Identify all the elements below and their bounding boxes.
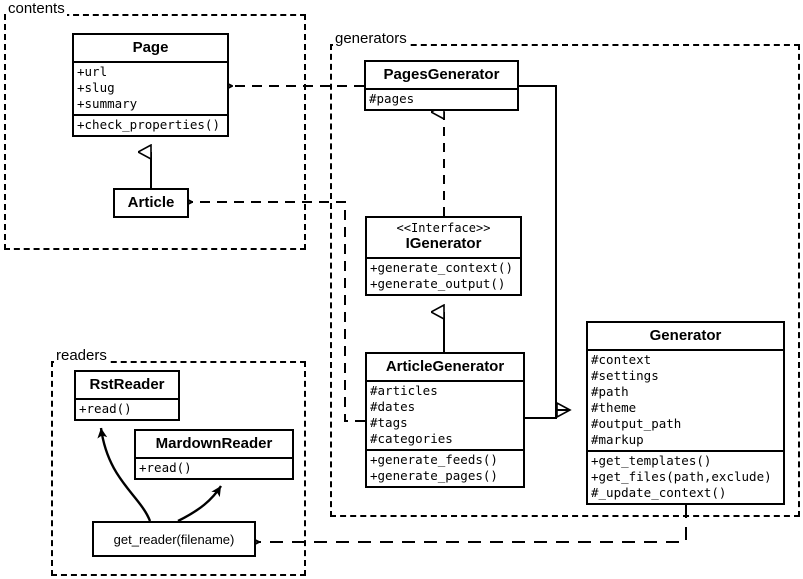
class-pagesgenerator-attributes: #pages bbox=[366, 90, 517, 109]
class-rstreader-operations: +read() bbox=[76, 400, 178, 419]
class-generator-operations: +get_templates() +get_files(path,exclude… bbox=[588, 452, 783, 503]
attribute: #pages bbox=[369, 91, 415, 106]
operation: +generate_context() bbox=[370, 260, 513, 275]
attribute: #theme bbox=[591, 400, 637, 415]
attribute: +summary bbox=[77, 96, 138, 111]
class-page[interactable]: Page +url +slug +summary +check_properti… bbox=[72, 33, 229, 137]
operation: +read() bbox=[139, 460, 192, 475]
divider bbox=[588, 450, 783, 452]
function-get-reader[interactable]: get_reader(filename) bbox=[92, 521, 256, 557]
attribute: #categories bbox=[370, 431, 453, 446]
attribute: #output_path bbox=[591, 416, 682, 431]
divider bbox=[366, 88, 517, 90]
attribute: #tags bbox=[370, 415, 408, 430]
package-readers-label: readers bbox=[54, 347, 109, 364]
attribute: #dates bbox=[370, 399, 416, 414]
class-rstreader[interactable]: RstReader +read() bbox=[74, 370, 180, 421]
package-readers bbox=[51, 361, 306, 576]
class-mardownreader-name: MardownReader bbox=[155, 435, 273, 452]
class-articlegenerator[interactable]: ArticleGenerator #articles #dates #tags … bbox=[365, 352, 525, 488]
package-generators-label: generators bbox=[333, 30, 409, 47]
package-contents-label: contents bbox=[6, 0, 67, 17]
class-igenerator[interactable]: <<Interface>> IGenerator +generate_conte… bbox=[365, 216, 522, 296]
attribute: #settings bbox=[591, 368, 659, 383]
function-get-reader-label: get_reader(filename) bbox=[113, 531, 235, 547]
attribute: +slug bbox=[77, 80, 115, 95]
divider bbox=[367, 257, 520, 259]
attribute: #context bbox=[591, 352, 652, 367]
class-page-operations: +check_properties() bbox=[74, 116, 227, 135]
operation: +read() bbox=[79, 401, 132, 416]
class-igenerator-name: IGenerator bbox=[405, 235, 482, 252]
class-generator-attributes: #context #settings #path #theme #output_… bbox=[588, 351, 783, 450]
class-pagesgenerator[interactable]: PagesGenerator #pages bbox=[364, 60, 519, 111]
operation: +generate_pages() bbox=[370, 468, 498, 483]
operation: +get_files(path,exclude) bbox=[591, 469, 772, 484]
class-generator[interactable]: Generator #context #settings #path #them… bbox=[586, 321, 785, 505]
divider bbox=[136, 457, 292, 459]
class-generator-name: Generator bbox=[649, 327, 722, 344]
operation: +generate_feeds() bbox=[370, 452, 498, 467]
class-articlegenerator-operations: +generate_feeds() +generate_pages() bbox=[367, 451, 523, 486]
attribute: #path bbox=[591, 384, 629, 399]
class-page-attributes: +url +slug +summary bbox=[74, 63, 227, 114]
class-rstreader-name: RstReader bbox=[89, 376, 165, 393]
class-article[interactable]: Article bbox=[113, 188, 189, 218]
class-articlegenerator-attributes: #articles #dates #tags #categories bbox=[367, 382, 523, 449]
class-mardownreader[interactable]: MardownReader +read() bbox=[134, 429, 294, 480]
attribute: #articles bbox=[370, 383, 438, 398]
divider bbox=[367, 380, 523, 382]
class-article-name: Article bbox=[127, 194, 175, 211]
divider bbox=[74, 61, 227, 63]
class-igenerator-operations: +generate_context() +generate_output() bbox=[367, 259, 520, 294]
attribute: #markup bbox=[591, 432, 644, 447]
class-page-name: Page bbox=[132, 39, 169, 56]
class-pagesgenerator-name: PagesGenerator bbox=[383, 66, 500, 83]
package-generators bbox=[330, 44, 800, 517]
divider bbox=[74, 114, 227, 116]
operation: #_update_context() bbox=[591, 485, 727, 500]
operation: +generate_output() bbox=[370, 276, 506, 291]
divider bbox=[588, 349, 783, 351]
divider bbox=[76, 398, 178, 400]
class-articlegenerator-name: ArticleGenerator bbox=[385, 358, 505, 375]
divider bbox=[367, 449, 523, 451]
class-mardownreader-operations: +read() bbox=[136, 459, 292, 478]
operation: +check_properties() bbox=[77, 117, 220, 132]
package-contents bbox=[4, 14, 306, 250]
class-igenerator-stereotype: <<Interface>> bbox=[396, 221, 491, 235]
operation: +get_templates() bbox=[591, 453, 712, 468]
attribute: +url bbox=[77, 64, 108, 79]
